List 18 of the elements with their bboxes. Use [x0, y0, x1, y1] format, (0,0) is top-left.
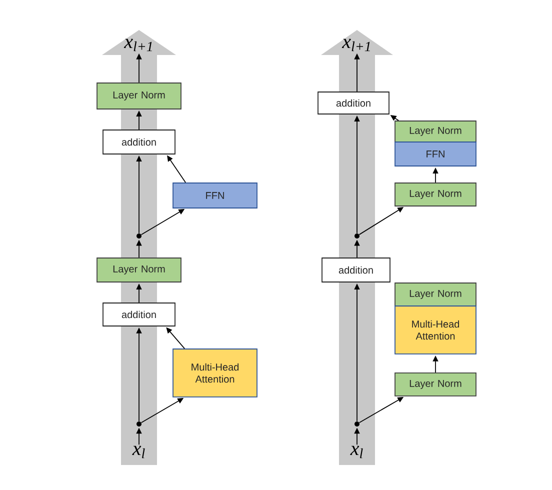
ffn-box: FFN — [172, 182, 258, 208]
addition-box: addition — [102, 302, 176, 326]
layer-norm-box: Layer Norm — [96, 258, 182, 282]
layer-norm-box: Layer Norm — [394, 282, 476, 306]
addition-box: addition — [102, 130, 176, 154]
addition-box: addition — [322, 258, 390, 282]
ffn-box: FFN — [394, 142, 476, 166]
input-label: x$_{l}$ — [132, 446, 145, 458]
output-label: x$_{l+1}$ — [342, 38, 370, 52]
layer-norm-box: Layer Norm — [96, 82, 182, 110]
layer-norm-box: Layer Norm — [394, 120, 476, 142]
attention-box: Multi-Head Attention — [172, 348, 258, 398]
input-label: x$_{l}$ — [350, 446, 363, 458]
layer-norm-box: Layer Norm — [394, 182, 476, 206]
output-label: x$_{l+1}$ — [124, 38, 152, 52]
addition-box: addition — [318, 92, 390, 114]
attention-box: Multi-Head Attention — [394, 306, 476, 354]
layer-norm-box: Layer Norm — [394, 372, 476, 396]
